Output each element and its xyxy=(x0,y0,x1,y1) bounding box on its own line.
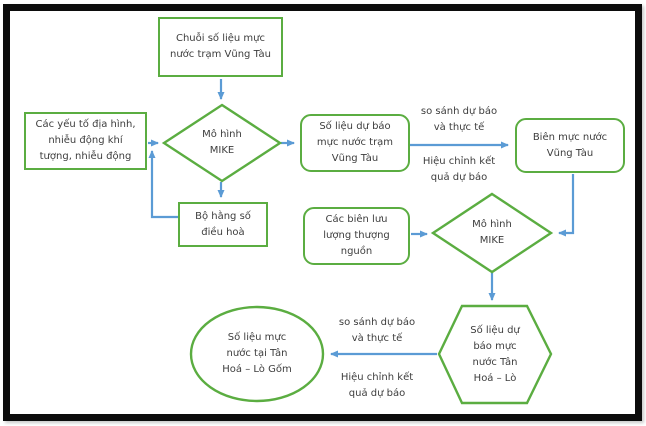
node-upstream-boundaries: Các biên lưu lượng thượng nguồn xyxy=(303,207,410,265)
node-boundary-vungtau: Biên mực nước Vũng Tàu xyxy=(515,118,625,173)
diamond-mike-model-2 xyxy=(430,192,554,274)
diamond-mike-model-1 xyxy=(161,103,283,183)
arrow-boundary-to-mike2 xyxy=(558,174,575,237)
ellipse-observed-tanhoa xyxy=(189,305,325,403)
node-line: nước trạm Vũng Tàu xyxy=(169,49,271,60)
node-forecast-vungtau: Số liệu dự báo mực nước trạm Vũng Tàu xyxy=(300,114,410,172)
node-line: nhiễu động khí xyxy=(48,135,123,146)
node-line: Số liệu dự báo xyxy=(319,121,391,132)
node-line: Vũng Tàu xyxy=(546,147,594,159)
node-line: Biên mực nước xyxy=(532,131,608,143)
arrow-harmonic-feedback xyxy=(148,150,178,219)
node-line: Vũng Tàu xyxy=(331,153,379,164)
node-line: tượng, nhiễu động xyxy=(39,151,132,162)
node-line: nguồn xyxy=(340,246,373,257)
node-terrain-factors: Các yếu tố địa hình, nhiễu động khí tượn… xyxy=(24,112,147,170)
node-line: Các yếu tố địa hình, xyxy=(35,119,136,130)
hexagon-forecast-tanhoa xyxy=(437,304,553,405)
node-line: mực nước trạm xyxy=(316,137,394,148)
node-line: Bộ hằng số xyxy=(195,210,251,222)
node-line: Chuỗi số liệu mực xyxy=(175,33,266,44)
node-line: điều hoà xyxy=(201,226,245,238)
node-input-series: Chuỗi số liệu mực nước trạm Vũng Tàu xyxy=(158,17,283,77)
node-line: Các biên lưu xyxy=(325,214,388,225)
node-line: lượng thượng xyxy=(323,230,390,241)
node-harmonic-constants: Bộ hằng số điều hoà xyxy=(178,202,268,247)
